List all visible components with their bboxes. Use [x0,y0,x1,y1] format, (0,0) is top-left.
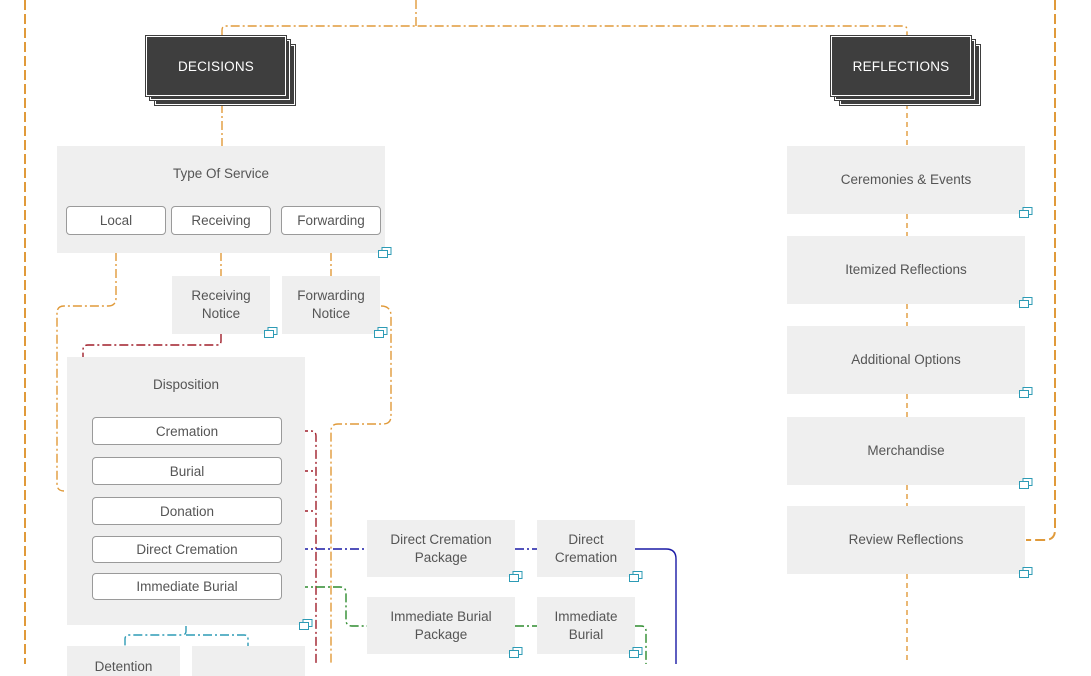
direct-cremation-package-block[interactable]: Direct Cremation Package [367,520,515,577]
forwarding-notice-block[interactable]: Forwarding Notice [282,276,380,334]
reflection-itemized[interactable]: Itemized Reflections [787,236,1025,304]
orange-connectors [24,0,1056,664]
decisions-header-label: DECISIONS [146,36,286,96]
reflection-additional-options[interactable]: Additional Options [787,326,1025,394]
reflection-ceremonies-events[interactable]: Ceremonies & Events [787,146,1025,214]
bottom-block[interactable] [192,646,305,676]
option-donation[interactable]: Donation [92,497,282,525]
linked-pages-icon[interactable] [374,327,388,339]
linked-pages-icon[interactable] [629,571,643,583]
linked-pages-icon[interactable] [629,647,643,659]
option-cremation[interactable]: Cremation [92,417,282,445]
option-receiving[interactable]: Receiving [171,206,271,235]
option-direct-cremation[interactable]: Direct Cremation [92,536,282,563]
teal-connectors [124,626,249,646]
immediate-burial-package-block[interactable]: Immediate Burial Package [367,597,515,654]
option-forwarding[interactable]: Forwarding [281,206,381,235]
direct-cremation-package-label: Direct Cremation Package [390,531,492,565]
receiving-notice-label: Receiving Notice [191,288,251,321]
reflections-header[interactable]: REFLECTIONS [831,36,980,105]
decisions-header[interactable]: DECISIONS [146,36,295,105]
reflections-header-label: REFLECTIONS [831,36,971,96]
linked-pages-icon[interactable] [509,647,523,659]
reflection-merchandise[interactable]: Merchandise [787,417,1025,485]
type-of-service-group: Type Of Service [57,146,385,253]
type-of-service-title: Type Of Service [172,166,270,181]
forwarding-notice-label: Forwarding Notice [297,288,365,321]
detention-label: Detention [94,659,153,674]
linked-pages-icon[interactable] [264,327,278,339]
linked-pages-icon[interactable] [1019,387,1033,399]
direct-cremation-label: Direct Cremation [554,531,618,565]
blue-connectors [282,548,677,664]
immediate-burial-label: Immediate Burial [554,608,618,642]
detention-block[interactable]: Detention [67,646,180,676]
direct-cremation-block[interactable]: Direct Cremation [537,520,635,577]
linked-pages-icon[interactable] [1019,297,1033,309]
linked-pages-icon[interactable] [378,247,392,259]
option-burial[interactable]: Burial [92,457,282,485]
reflection-review[interactable]: Review Reflections [787,506,1025,574]
linked-pages-icon[interactable] [299,619,313,631]
immediate-burial-block[interactable]: Immediate Burial [537,597,635,654]
linked-pages-icon[interactable] [1019,567,1033,579]
immediate-burial-package-label: Immediate Burial Package [390,608,492,642]
option-immediate-burial[interactable]: Immediate Burial [92,573,282,600]
green-connectors [282,586,647,664]
linked-pages-icon[interactable] [509,571,523,583]
disposition-title: Disposition [152,377,220,392]
linked-pages-icon[interactable] [1019,478,1033,490]
linked-pages-icon[interactable] [1019,207,1033,219]
option-local[interactable]: Local [66,206,166,235]
receiving-notice-block[interactable]: Receiving Notice [172,276,270,334]
